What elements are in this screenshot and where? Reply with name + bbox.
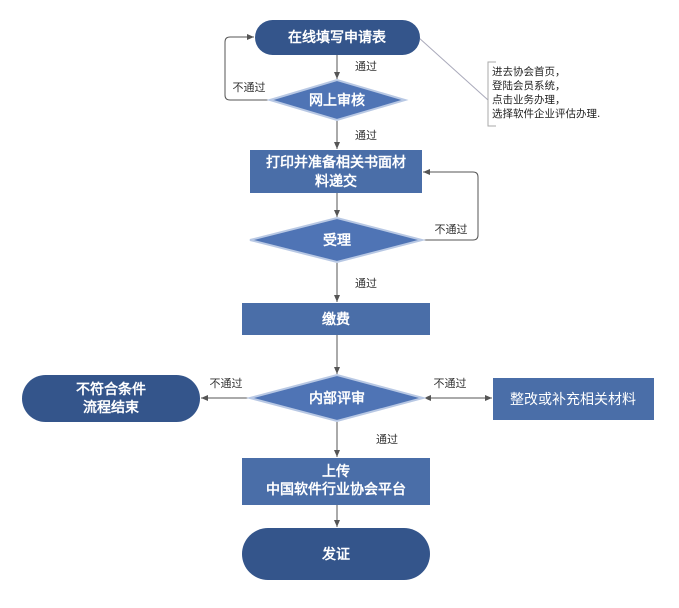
node-label: 发证 [321,546,350,563]
edge-label-fail: 不通过 [233,81,266,94]
edge-label-fail: 不通过 [434,377,467,390]
note-line: 点击业务办理， [492,93,566,106]
note-line: 选择软件企业评估办理. [492,107,600,120]
note-callout: 进去协会首页， 登陆会员系统， 点击业务办理， 选择软件企业评估办理. [487,61,600,127]
node-start: 在线填写申请表 [255,20,420,55]
node-label: 整改或补充相关材料 [510,392,636,408]
node-label: 料递交 [315,173,357,190]
node-label: 不符合条件 [76,381,146,398]
edge-label-pass: 通过 [355,60,377,73]
node-label: 网上审核 [309,92,365,109]
edge-label-fail: 不通过 [435,223,468,236]
node-label: 内部评审 [309,390,365,407]
node-accept: 受理 [249,216,426,264]
node-label: 缴费 [322,311,350,328]
node-internal-review: 内部评审 [246,373,427,423]
loop-accept-fail [422,169,479,241]
node-rectify: 整改或补充相关材料 [493,378,654,420]
note-leader-line [417,36,489,101]
node-pay: 缴费 [242,303,430,335]
connectors [201,34,492,527]
node-label: 在线填写申请表 [288,29,387,46]
node-online-review: 网上审核 [266,78,409,122]
loop-review-fail [224,34,270,101]
node-upload: 上传 中国软件行业协会平台 [242,458,430,505]
node-print: 打印并准备相关书面材 料递交 [250,150,422,193]
note-line: 登陆会员系统， [492,79,566,92]
node-label: 打印并准备相关书面材 [266,154,406,171]
edge-label-pass: 通过 [376,433,398,446]
node-label: 流程结束 [83,399,140,416]
note-line: 进去协会首页， [492,65,566,78]
node-label: 受理 [323,232,351,249]
node-label: 上传 [322,463,350,480]
edge-label-fail: 不通过 [210,377,243,390]
node-label: 中国软件行业协会平台 [266,481,406,498]
edge-label-pass: 通过 [355,277,377,290]
edge-label-pass: 通过 [355,129,377,142]
node-certify: 发证 [242,528,430,580]
node-end-fail: 不符合条件 流程结束 [22,375,200,422]
